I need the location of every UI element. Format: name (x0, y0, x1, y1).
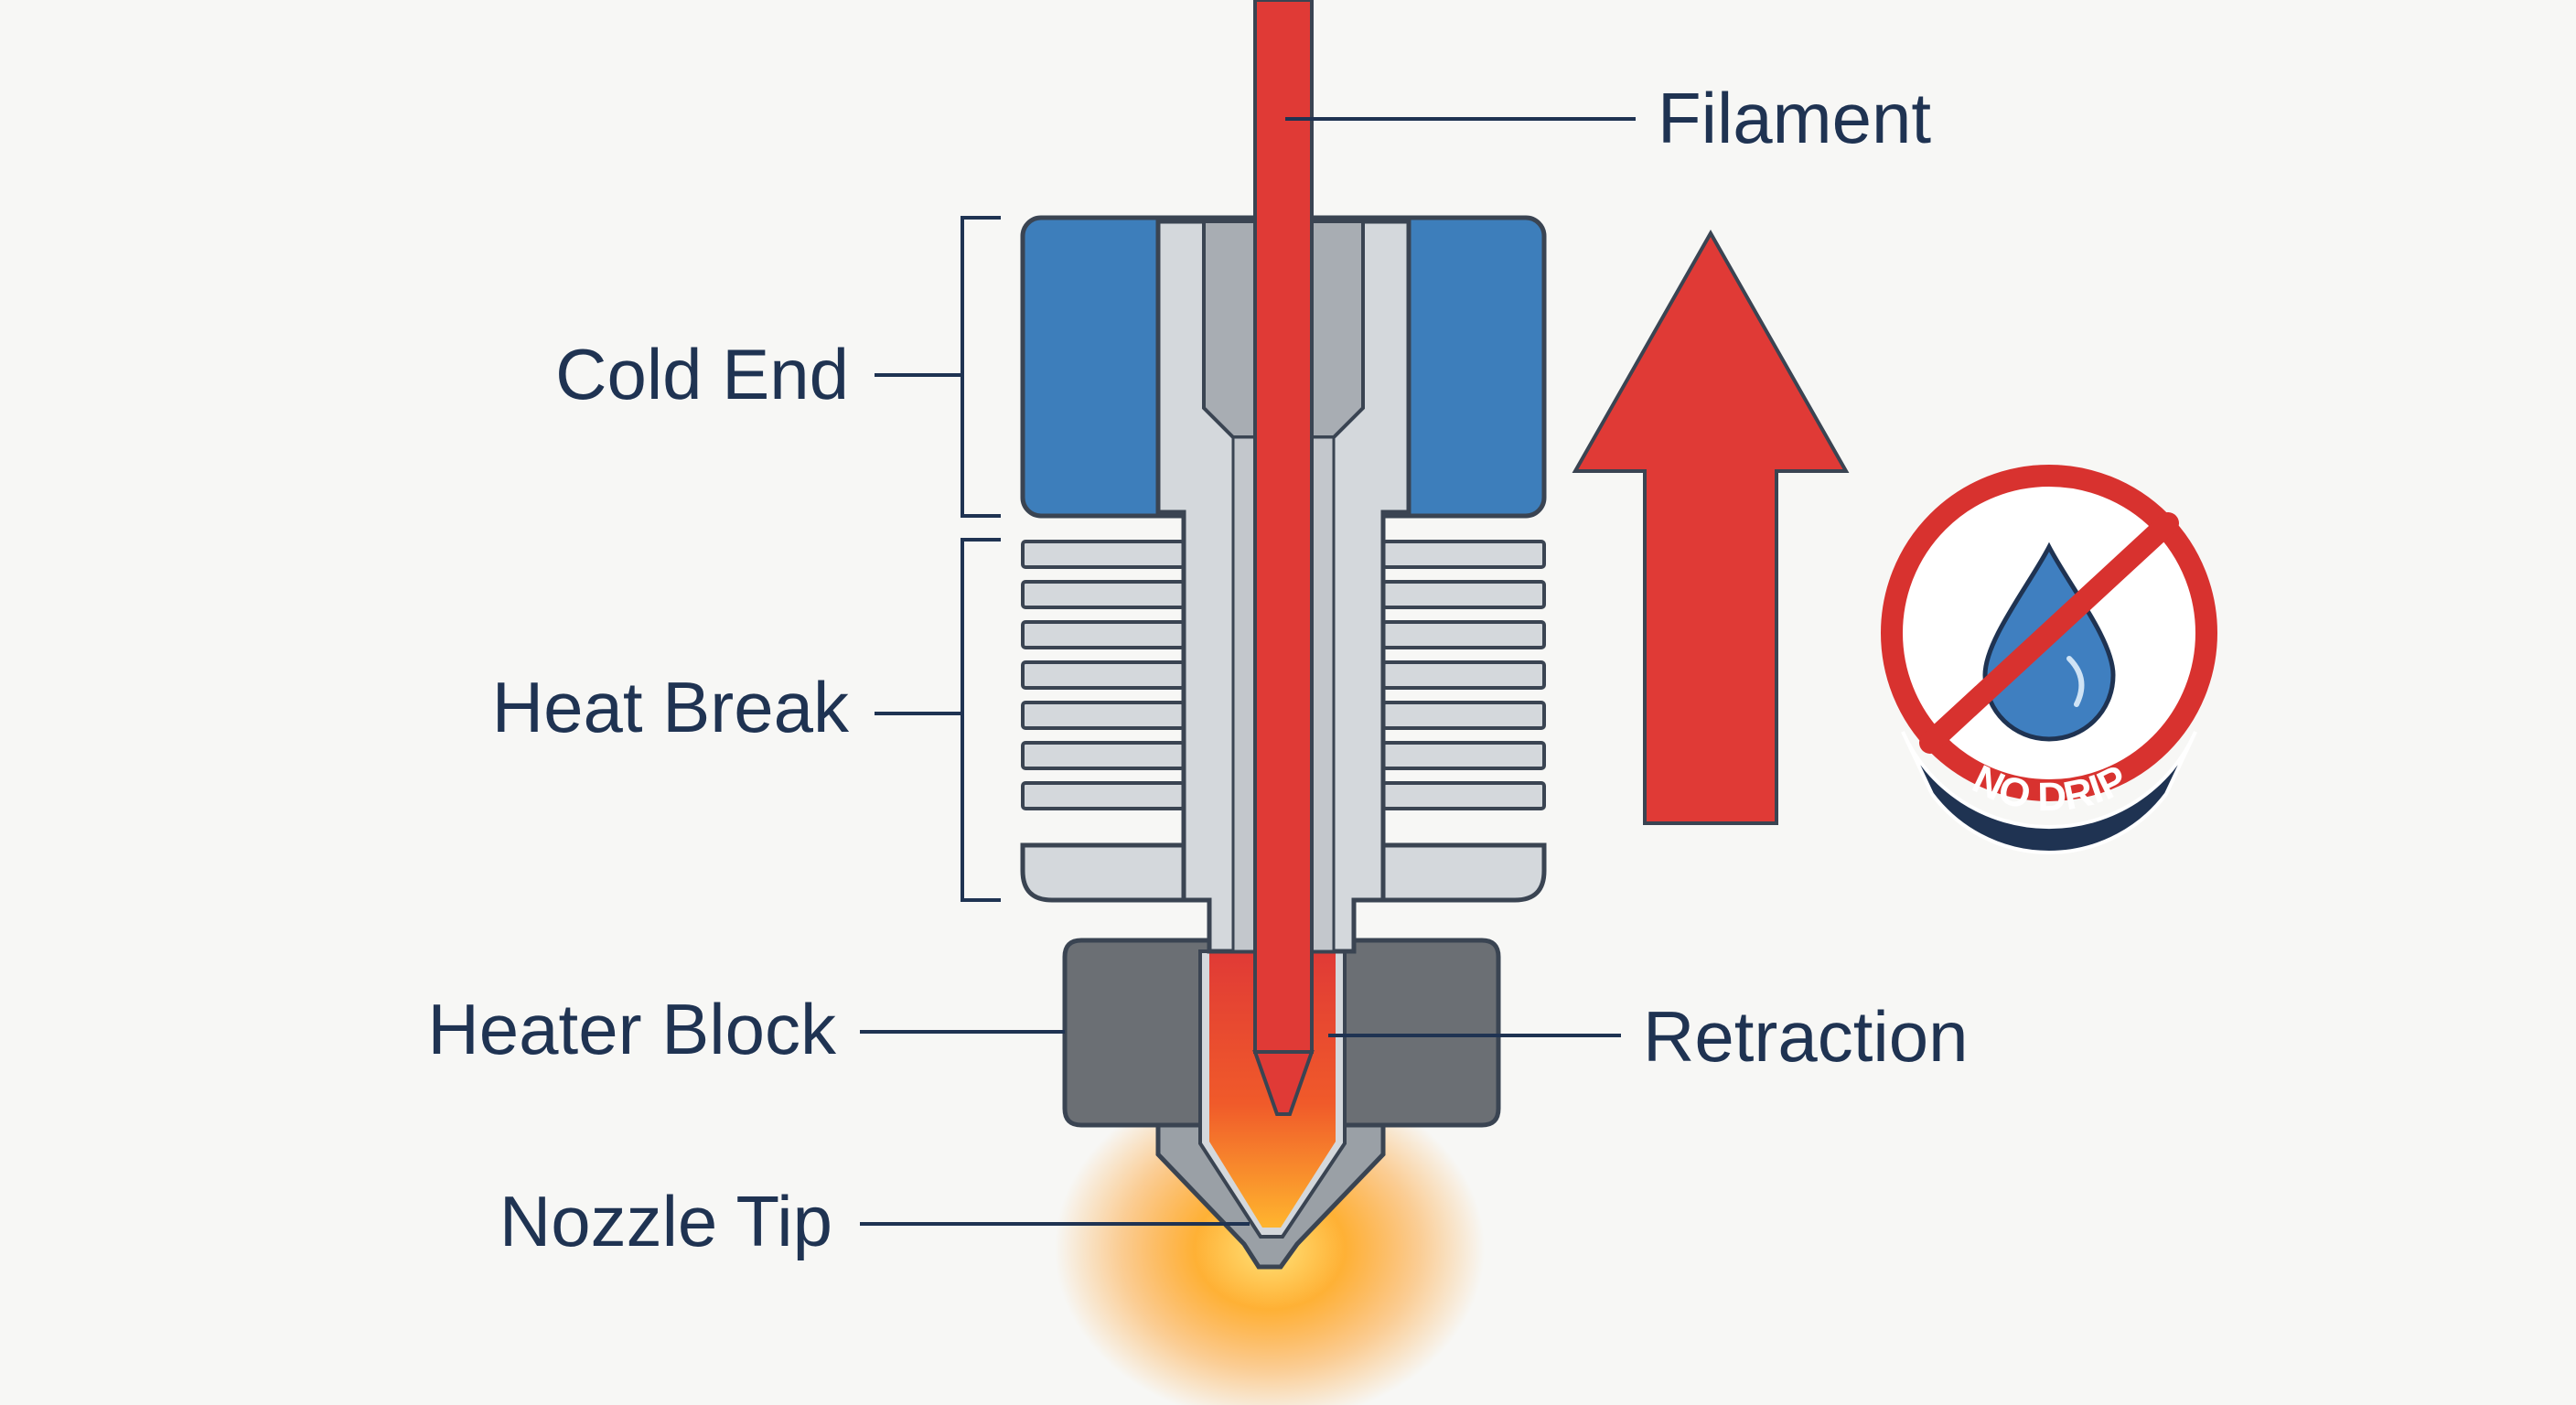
retraction-arrow-icon (1572, 229, 1850, 825)
no-drip-badge: NO DRIP (1881, 465, 2217, 854)
heat-sink-fins-right (1381, 540, 1546, 810)
label-heater-block: Heater Block (427, 989, 837, 1069)
filament (1252, 0, 1315, 1116)
label-filament: Filament (1658, 78, 1931, 158)
label-nozzle-tip: Nozzle Tip (499, 1181, 832, 1261)
label-retraction: Retraction (1643, 996, 1969, 1077)
cold-end-bracket (961, 216, 1001, 518)
heat-break-bracket (961, 538, 1001, 902)
leader-lines (860, 117, 1636, 1226)
label-heat-break: Heat Break (492, 667, 850, 747)
label-cold-end: Cold End (555, 334, 849, 414)
heat-sink-fins-left (1021, 540, 1186, 810)
